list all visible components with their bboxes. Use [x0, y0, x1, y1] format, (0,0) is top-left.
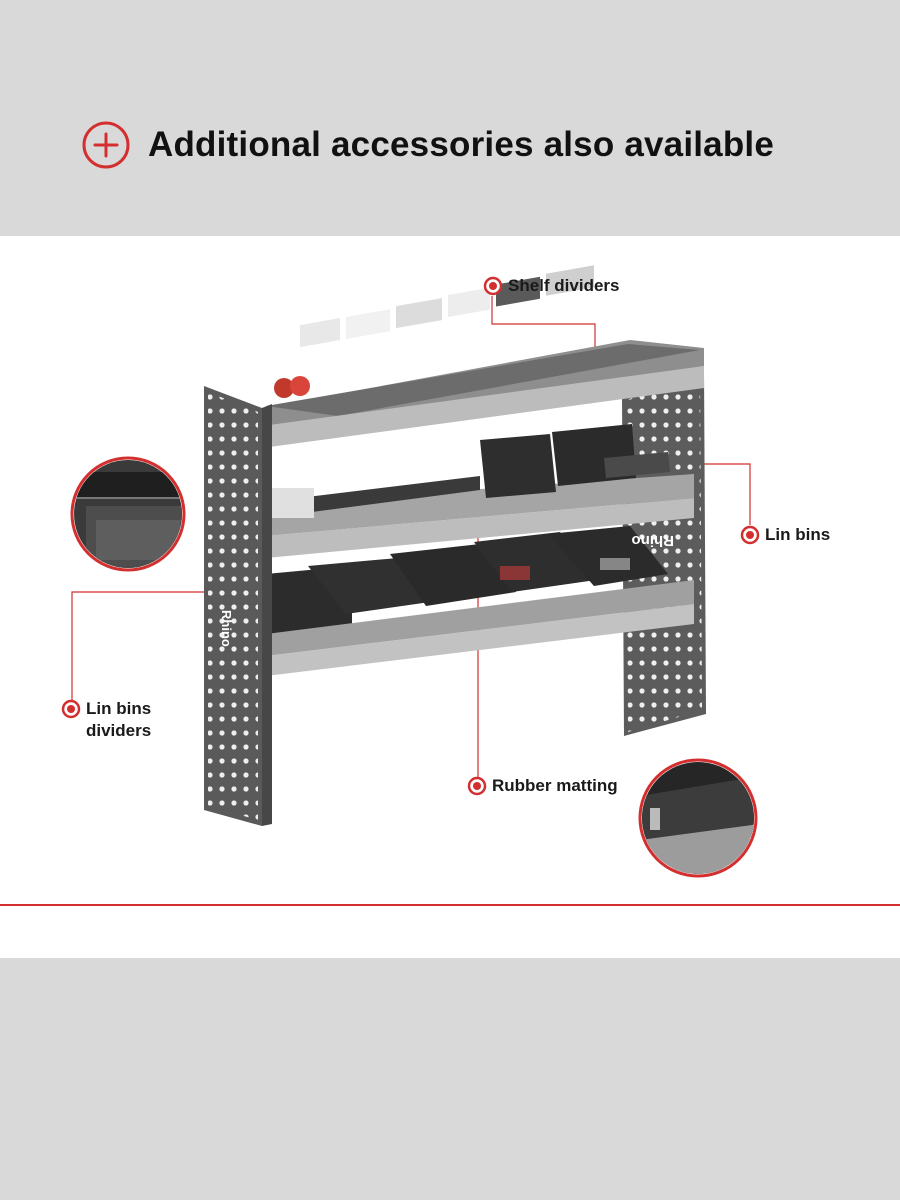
target-dot-icon [61, 699, 81, 719]
callout-lin-bins-dividers: Lin bins dividers [61, 698, 151, 742]
callout-rubber-matting: Rubber matting [467, 775, 618, 797]
callout-shelf-dividers: Shelf dividers [483, 275, 619, 297]
red-divider [0, 904, 900, 906]
middle-shelf [266, 424, 694, 558]
van-shelving-unit: Rhino Rhino [70, 265, 758, 878]
target-dot-icon [740, 525, 760, 545]
zoom-lin-bins-dividers [70, 456, 186, 572]
callout-lin-bins: Lin bins [740, 524, 830, 546]
target-dot-icon [467, 776, 487, 796]
callout-label: Shelf dividers [508, 276, 620, 295]
rhino-logo-right: Rhino [632, 532, 675, 549]
rhino-logo-left: Rhino [219, 610, 234, 647]
bottom-band [0, 958, 900, 1200]
plus-circle-icon [82, 121, 130, 169]
product-illustration: Rhino Rhino [0, 236, 900, 904]
middle-bins [480, 424, 670, 498]
top-band [0, 0, 900, 236]
headline-row: Additional accessories also available [80, 118, 774, 172]
callout-label: Lin bins dividers [86, 699, 152, 740]
top-shelf [262, 265, 704, 448]
page-title: Additional accessories also available [148, 125, 775, 164]
zoom-rubber-matting [638, 758, 758, 878]
shelf-divider-items [300, 265, 594, 348]
left-end-panel: Rhino [204, 386, 272, 826]
callout-label: Rubber matting [492, 776, 618, 795]
bottom-shelf [266, 526, 694, 676]
target-dot-icon [483, 276, 503, 296]
callout-label: Lin bins [765, 525, 831, 544]
